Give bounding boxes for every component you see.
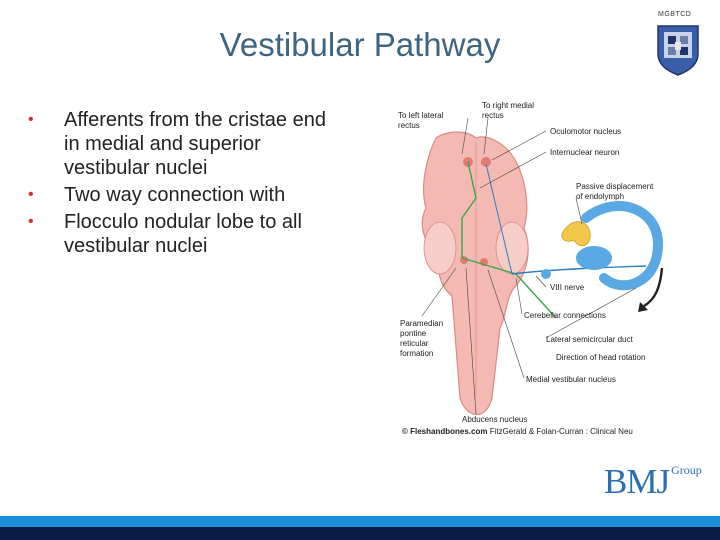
cupula — [561, 221, 591, 247]
bullet-text: Flocculo nodular lobe to all — [64, 211, 302, 233]
bullet-text: vestibular nuclei — [64, 235, 208, 257]
bullet-item: • Two way connection with — [28, 183, 388, 207]
leader-line — [421, 267, 457, 317]
label-oculomotor-nucleus: Oculomotor nucleus — [550, 127, 621, 136]
bmj-logo-text: BMJ — [604, 462, 670, 501]
label-viii-nerve: VIII nerve — [550, 283, 585, 292]
bullet-marker: • — [28, 186, 34, 203]
label-cerebellar-connections: Cerebellar connections — [524, 311, 606, 320]
bullet-list: • Afferents from the cristae end in medi… — [28, 108, 388, 261]
bullet-marker: • — [28, 213, 34, 230]
bullet-text: in medial and superior — [64, 133, 261, 155]
institution-label: MGBTCD — [658, 11, 692, 18]
oculomotor-nucleus-right — [481, 157, 491, 167]
label-internuclear-neuron: Internuclear neuron — [550, 148, 619, 157]
rotation-arrowhead — [638, 302, 648, 312]
copyright-line: © Fleshandbones.com FitzGerald & Folan-C… — [402, 427, 633, 436]
bullet-item: • Afferents from the cristae end in medi… — [28, 108, 388, 180]
utricle — [576, 246, 612, 270]
crest-logo — [657, 25, 699, 76]
bullet-text: vestibular nuclei — [64, 157, 208, 179]
leader-line — [535, 275, 547, 288]
leader-line — [479, 151, 547, 189]
bullet-item: • Flocculo nodular lobe to all vestibula… — [28, 210, 388, 258]
leader-line — [483, 117, 489, 155]
leader-line — [487, 269, 525, 379]
label-abducens-nucleus: Abducens nucleus — [462, 415, 527, 424]
cerebellar-peduncle-left — [423, 221, 457, 275]
leader-line — [575, 197, 583, 225]
footer-bar-dark — [0, 527, 720, 540]
label-medial-vestibular-nucleus: Medial vestibular nucleus — [526, 375, 616, 384]
bullet-marker: • — [28, 111, 34, 128]
blue-pathway — [511, 265, 647, 275]
slide-title: Vestibular Pathway — [219, 26, 501, 63]
label-direction-head-rotation: Direction of head rotation — [556, 353, 645, 362]
bullet-text: Afferents from the cristae end — [64, 109, 326, 131]
cerebellar-peduncle-right — [495, 221, 529, 275]
bullet-text: Two way connection with — [64, 184, 286, 206]
leader-line — [545, 287, 637, 339]
leader-line — [461, 117, 469, 155]
vestibular-ganglion — [541, 269, 551, 279]
footer-bar-light — [0, 516, 720, 527]
brainstem-shape — [421, 131, 529, 416]
leader-line — [465, 267, 477, 415]
rotation-arrow — [643, 267, 664, 308]
semicircular-canal — [581, 201, 664, 291]
label-lateral-semicircular-duct: Lateral semicircular duct — [546, 335, 633, 344]
leader-line — [515, 277, 523, 315]
bmj-logo-subtext: Group — [671, 463, 702, 477]
leader-line — [491, 130, 547, 161]
